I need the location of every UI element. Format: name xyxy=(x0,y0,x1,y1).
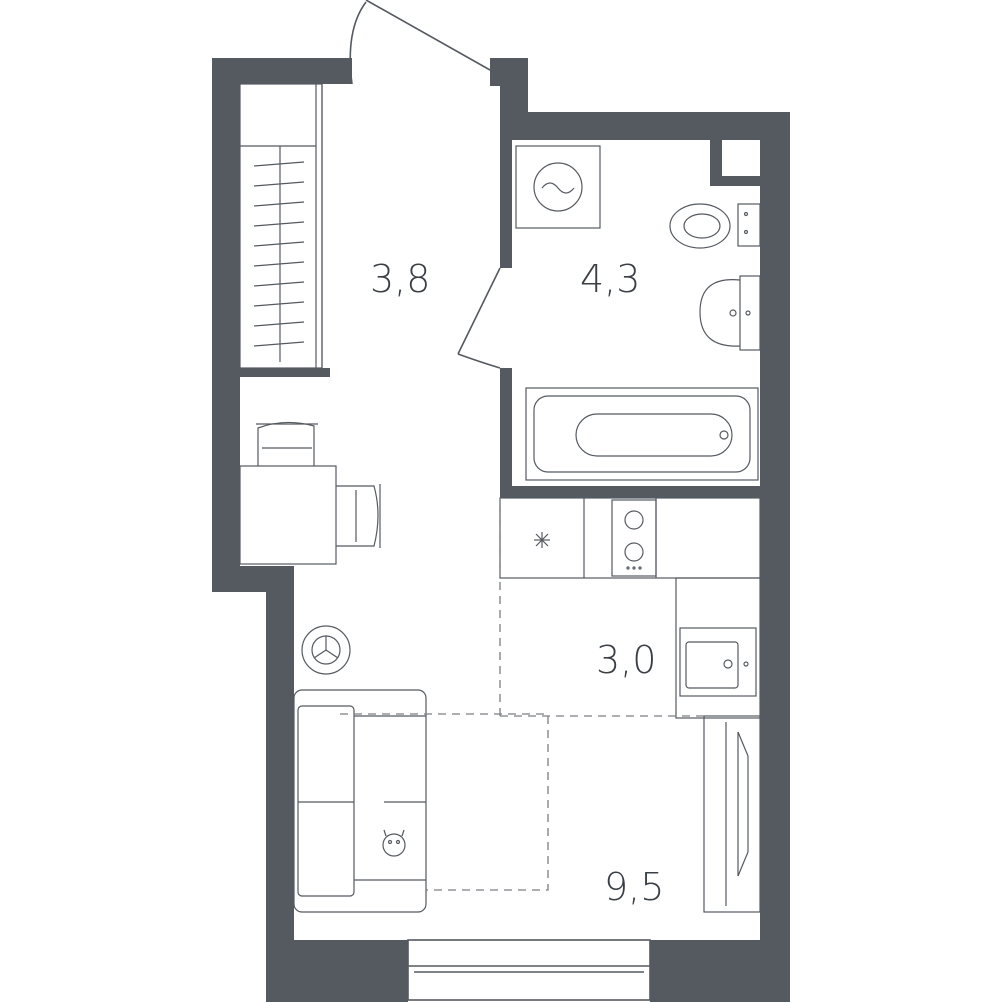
entrance-door xyxy=(349,0,491,85)
wardrobe-living xyxy=(703,715,761,913)
wall-top-right xyxy=(500,112,790,140)
washing-machine xyxy=(515,145,601,229)
wall-bath-bottom xyxy=(500,486,770,498)
area-label-kitchen: 3,0 xyxy=(596,638,656,682)
room-labels: 3,8 4,3 3,0 9,5 xyxy=(370,257,664,909)
wall-left-upper xyxy=(212,58,240,592)
wardrobe xyxy=(239,83,323,369)
refrigerator-icon xyxy=(534,532,550,548)
wall-bath-partition-upper xyxy=(500,112,512,268)
zone-dividers xyxy=(340,498,704,891)
bathroom-door xyxy=(457,267,501,369)
wall-wardrobe-bottom xyxy=(240,368,330,377)
desk xyxy=(239,465,337,565)
bathroom-sink xyxy=(699,275,761,351)
wardrobe-hangers xyxy=(253,161,305,347)
kitchen-counter xyxy=(499,497,761,719)
area-label-hall: 3,8 xyxy=(370,257,430,301)
area-label-bathroom: 4,3 xyxy=(580,257,640,301)
cat-pillow-icon xyxy=(382,829,406,857)
wall-shaft xyxy=(710,140,722,186)
wall-shaft-bottom xyxy=(710,176,762,186)
wall-bottom-left xyxy=(266,940,408,1002)
window-frame xyxy=(407,939,651,1001)
bathtub xyxy=(525,387,759,481)
wall-right xyxy=(760,112,790,1002)
window xyxy=(407,939,651,1001)
walls xyxy=(212,58,790,1002)
area-label-living: 9,5 xyxy=(604,865,664,909)
toilet xyxy=(669,203,761,249)
cooktop xyxy=(611,499,657,577)
sofa xyxy=(293,689,427,913)
armchair-round xyxy=(301,625,351,675)
chair-right xyxy=(336,484,381,548)
kitchen-sink xyxy=(679,627,757,697)
wall-bath-partition-lower xyxy=(500,368,512,496)
wall-top-left xyxy=(212,58,352,84)
wall-left-lower xyxy=(266,566,294,1002)
chair-top xyxy=(256,421,318,466)
